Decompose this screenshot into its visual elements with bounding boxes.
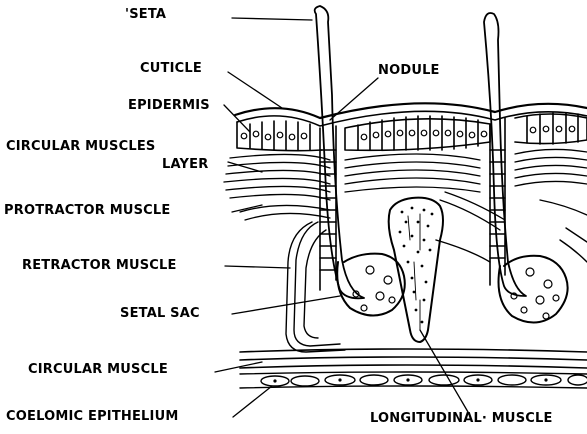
label-nodule: NODULE bbox=[378, 64, 440, 77]
circular-muscle-layer bbox=[224, 149, 587, 200]
cuticle-surface bbox=[235, 103, 587, 118]
seta-left bbox=[315, 6, 364, 298]
label-cuticle: CUTICLE bbox=[140, 62, 202, 75]
leader-seta bbox=[232, 18, 312, 20]
leader-nodule bbox=[330, 78, 378, 120]
setal-sac-left bbox=[337, 254, 405, 316]
label-seta-text: SETA bbox=[129, 7, 166, 22]
label-epidermis: EPIDERMIS bbox=[128, 99, 210, 112]
label-longitudinal-muscle: LONGITUDINAL· MUSCLE bbox=[370, 412, 553, 425]
epidermis-nuclei bbox=[241, 126, 575, 140]
label-setal-sac: SETAL SAC bbox=[120, 307, 200, 320]
label-circular-muscle: CIRCULAR MUSCLE bbox=[28, 363, 168, 376]
leader-cuticle bbox=[228, 72, 282, 108]
label-protractor-muscle: PROTRACTOR MUSCLE bbox=[4, 204, 170, 217]
label-retractor-muscle: RETRACTOR MUSCLE bbox=[22, 259, 177, 272]
leader-longitudinal bbox=[420, 330, 468, 412]
coelomic-epithelium bbox=[240, 372, 587, 388]
label-circular-muscles-layer-line2: LAYER bbox=[162, 158, 208, 171]
label-coelomic-epithelium: COELOMIC EPITHELIUM bbox=[6, 410, 178, 423]
longitudinal-muscle bbox=[389, 198, 443, 342]
label-seta: 'SETA bbox=[125, 8, 166, 21]
leader-retractor bbox=[225, 266, 290, 268]
circular-muscle-band bbox=[240, 349, 587, 368]
leader-coelomic bbox=[233, 386, 272, 417]
label-circular-muscles-layer-line1: CIRCULAR MUSCLES bbox=[6, 140, 156, 153]
